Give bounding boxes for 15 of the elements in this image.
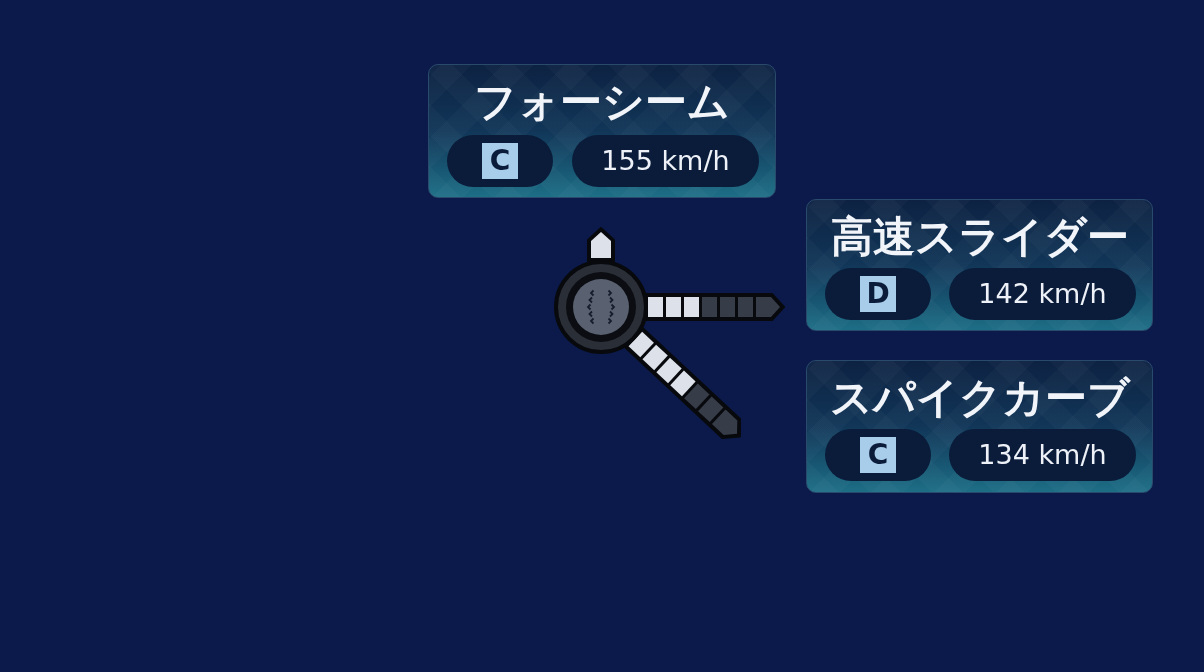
grade-badge: C: [860, 437, 896, 473]
grade-badge: D: [860, 276, 896, 312]
speed-pill: 142 km/h: [949, 268, 1136, 320]
grade-pill: [825, 429, 931, 481]
pitch-name: 高速スライダー: [830, 212, 1129, 262]
pitch-name: スパイクカーブ: [829, 373, 1130, 423]
pitch-card: [806, 199, 1153, 331]
grade-pill: [825, 268, 931, 320]
grade-pill: [447, 135, 553, 187]
pitch-name: フォーシーム: [474, 77, 730, 127]
pitch-card: [428, 64, 776, 198]
speed-pill: 134 km/h: [949, 429, 1136, 481]
grade-badge: C: [482, 143, 518, 179]
speed-pill: 155 km/h: [572, 135, 759, 187]
pitch-card: [806, 360, 1153, 493]
